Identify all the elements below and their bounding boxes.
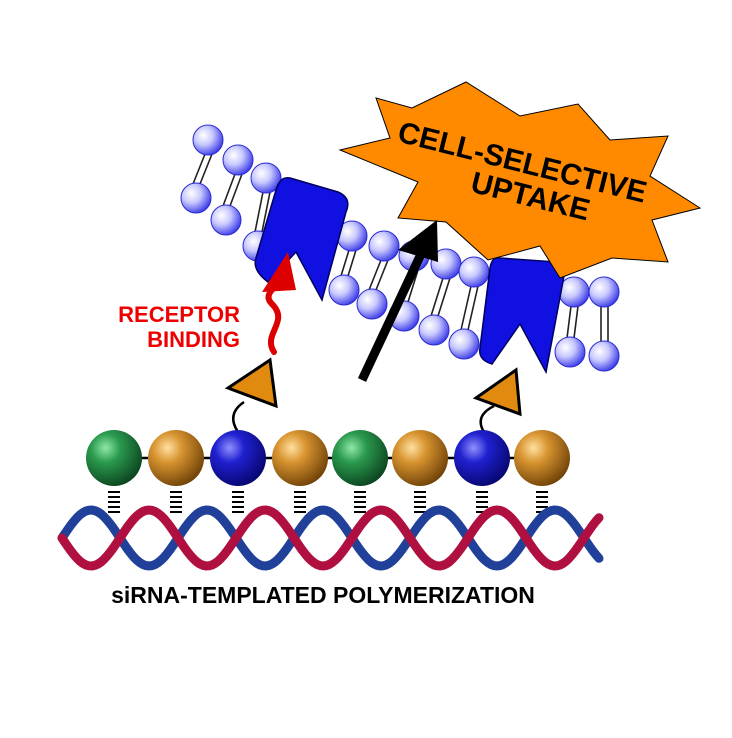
lipid-tail — [199, 153, 213, 185]
monomer-green — [86, 430, 142, 486]
lipid-tail — [437, 277, 451, 317]
polymer-monomers — [86, 430, 570, 486]
lipid-tail — [467, 285, 479, 331]
lipid-tail — [566, 305, 572, 339]
uptake-burst — [338, 81, 702, 279]
monomer-orange — [148, 430, 204, 486]
lipid-head — [588, 276, 620, 308]
lipid-tail — [368, 259, 382, 291]
lipid-tail — [340, 249, 350, 277]
lipid-tail — [573, 305, 579, 339]
uptake-arrow — [357, 220, 438, 382]
lipid-tail — [460, 285, 472, 331]
lipid-tail — [347, 249, 357, 277]
lipid-head — [458, 256, 490, 288]
ligand-tether-left — [231, 400, 245, 433]
lipid-tail — [430, 277, 444, 317]
receptor-label-line2: BINDING — [147, 327, 240, 352]
lipid-head — [356, 288, 388, 320]
ligand-right — [472, 367, 522, 417]
lipid-tail — [375, 259, 389, 291]
lipid-head — [192, 124, 224, 156]
lipid-head — [250, 162, 282, 194]
monomer-green — [332, 430, 388, 486]
lipid-head — [588, 340, 620, 372]
lipid-tail — [222, 173, 236, 207]
template-label: siRNA-TEMPLATED POLYMERIZATION — [111, 582, 535, 608]
lipid-head — [180, 182, 212, 214]
lipid-head — [328, 274, 360, 306]
receptor-label-line1: RECEPTOR — [118, 302, 240, 327]
helix-strand-red — [57, 505, 604, 571]
sirna-double-helix — [57, 505, 604, 571]
lipid-tail — [261, 191, 271, 233]
ligand-left — [224, 357, 278, 409]
monomer-orange — [272, 430, 328, 486]
helix-strand-blue — [57, 505, 604, 571]
receptor-right — [479, 256, 566, 375]
monomer-blue — [454, 430, 510, 486]
monomer-orange — [392, 430, 448, 486]
lipid-head — [448, 328, 480, 360]
lipid-tail — [192, 153, 206, 185]
lipid-head — [210, 204, 242, 236]
lipid-tail — [254, 191, 264, 233]
lipid-tail — [407, 269, 419, 303]
lipid-head — [222, 144, 254, 176]
lipid-head — [554, 336, 586, 368]
lipid-head — [418, 314, 450, 346]
monomer-orange — [514, 430, 570, 486]
monomer-blue — [210, 430, 266, 486]
lipid-head — [368, 230, 400, 262]
ligand-tether-right — [479, 404, 495, 433]
base-pairing-dashes — [108, 491, 548, 513]
binding-arrow — [262, 252, 296, 355]
lipid-tail — [229, 173, 243, 207]
